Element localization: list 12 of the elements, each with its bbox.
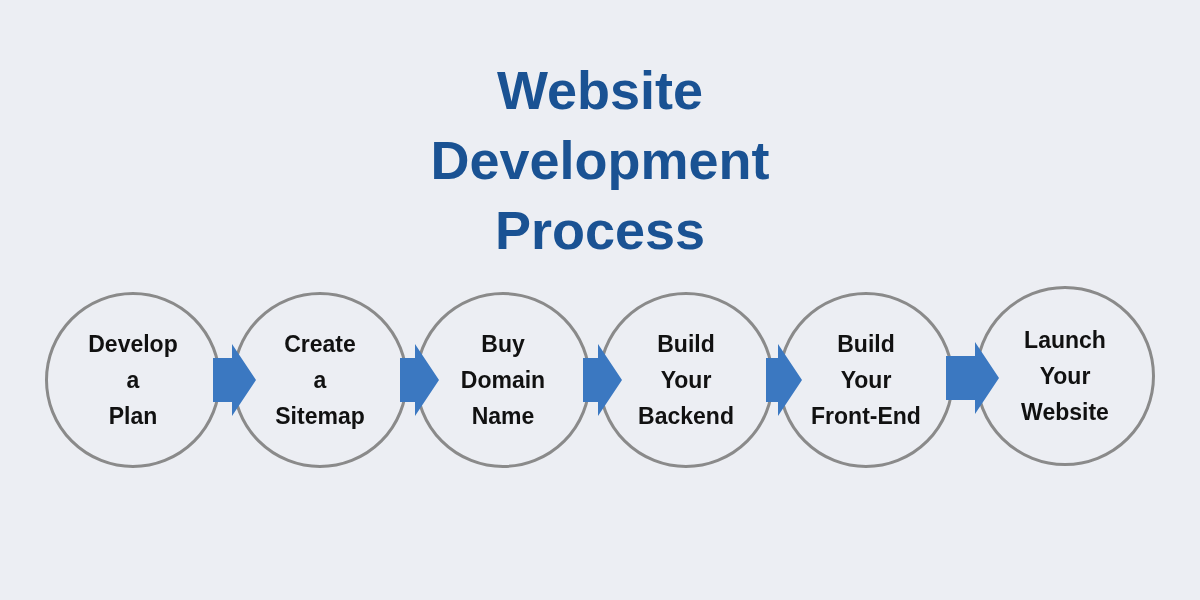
step-label: Build Your Backend — [637, 330, 735, 431]
step-label: Create a Sitemap — [274, 330, 366, 431]
step-label: Develop a Plan — [87, 330, 179, 431]
arrow — [400, 344, 439, 416]
step-label: Launch Your Website — [1020, 326, 1110, 427]
arrow — [946, 342, 999, 414]
arrow — [766, 344, 802, 416]
step-label: Build Your Front-End — [810, 330, 922, 431]
step-label: Buy Domain Name — [459, 330, 547, 431]
arrow — [583, 344, 622, 416]
arrow — [213, 344, 256, 416]
title: Website Development Process — [429, 59, 771, 262]
